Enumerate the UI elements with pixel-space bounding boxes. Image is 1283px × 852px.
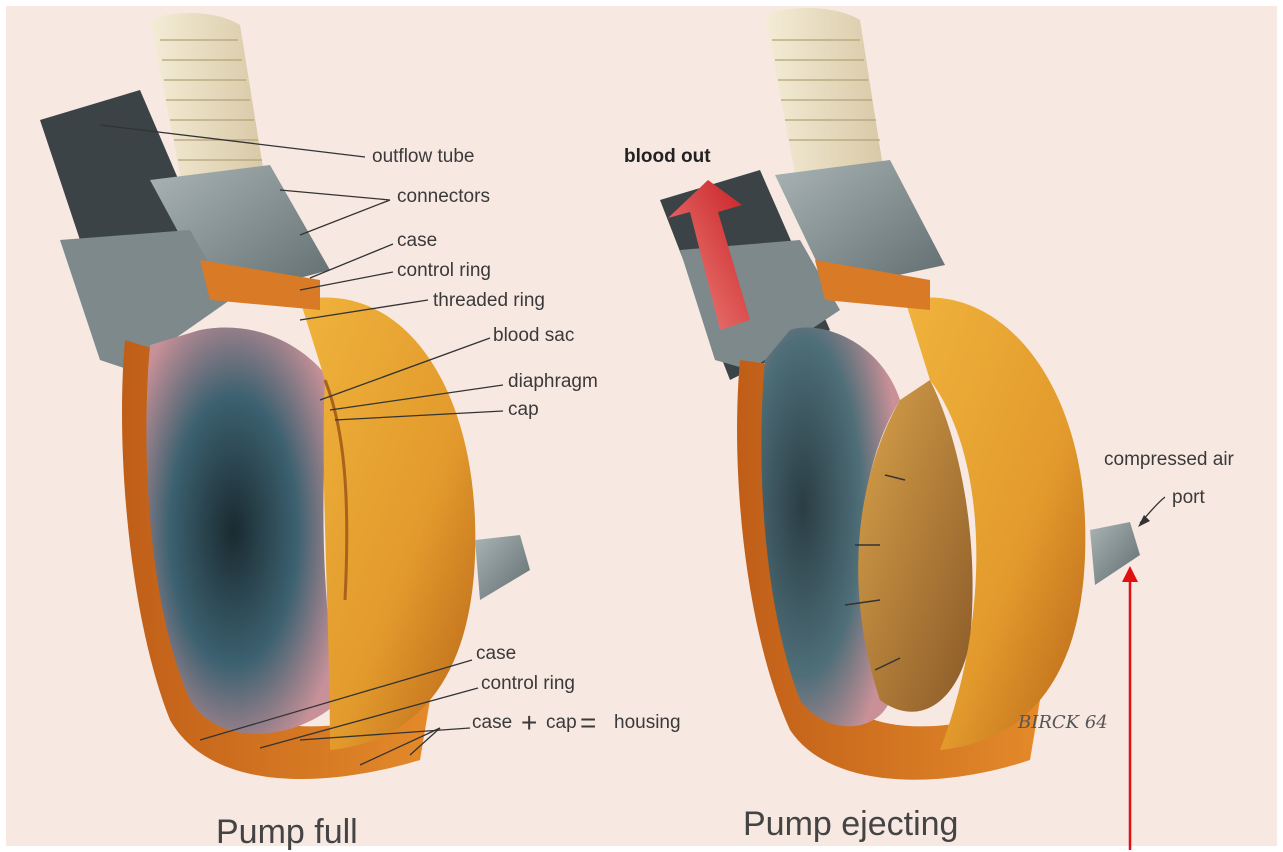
label-blood-sac: blood sac [493,325,574,346]
label-port: port [1172,487,1205,508]
label-control-ring-bottom: control ring [481,673,575,694]
housing-equals-sign: = [580,707,596,738]
housing-plus-sign: + [521,707,537,738]
label-outflow-tube: outflow tube [372,146,474,167]
label-cap: cap [508,399,539,420]
artist-signature: BIRCK 64 [1017,712,1108,733]
label-threaded-ring: threaded ring [433,290,545,311]
caption-pump-full: Pump full [216,813,358,851]
caption-pump-ejecting: Pump ejecting [743,805,958,843]
label-diaphragm: diaphragm [508,371,598,392]
label-connectors: connectors [397,186,490,207]
housing-cap-text: cap [546,712,577,733]
label-compressed-air: compressed air [1104,449,1235,470]
housing-case-text: case [472,712,512,733]
label-case-bottom: case [476,643,516,664]
label-control-ring-top: control ring [397,260,491,281]
label-case-top: case [397,230,437,251]
label-blood-out: blood out [624,146,711,167]
housing-word-text: housing [614,712,681,733]
